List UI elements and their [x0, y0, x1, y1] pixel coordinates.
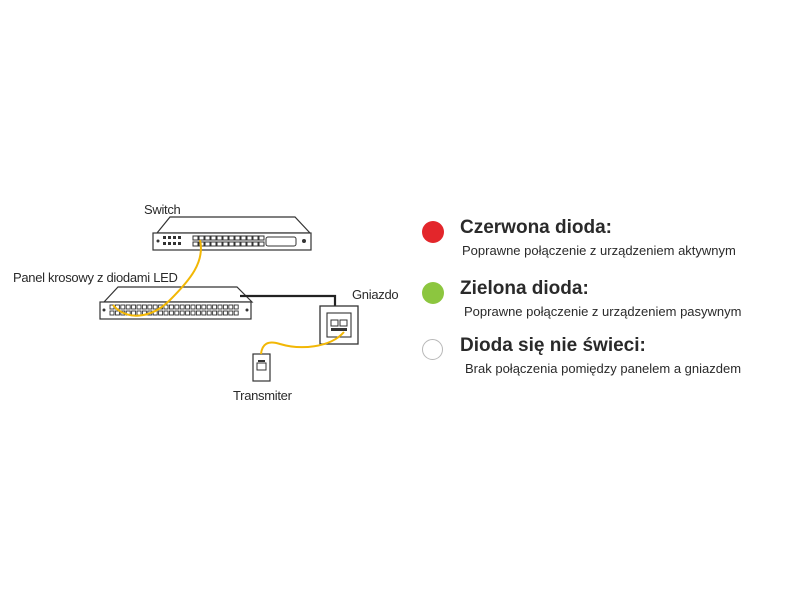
legend-title: Zielona dioda:	[460, 278, 589, 299]
patch-panel-label: Panel krosowy z diodami LED	[13, 270, 178, 285]
red-led-icon	[422, 221, 444, 243]
switch-panel-patch-cord	[112, 239, 202, 317]
switch-device	[152, 216, 312, 251]
wall-socket	[319, 305, 359, 345]
legend-title: Dioda się nie świeci:	[460, 335, 646, 356]
legend-description: Poprawne połączenie z urządzeniem aktywn…	[462, 243, 736, 258]
legend-description: Poprawne połączenie z urządzeniem pasywn…	[464, 304, 742, 319]
legend-description: Brak połączenia pomiędzy panelem a gniaz…	[465, 361, 742, 376]
legend-title: Czerwona dioda:	[460, 217, 613, 238]
socket-label: Gniazdo	[352, 287, 399, 302]
transmitter-label: Transmiter	[233, 388, 292, 403]
patch-panel	[99, 286, 254, 320]
socket-transmitter-cable	[260, 331, 345, 355]
transmitter-device	[252, 353, 271, 382]
unlit-led-icon	[422, 339, 443, 360]
green-led-icon	[422, 282, 444, 304]
switch-label: Switch	[144, 202, 181, 217]
panel-socket-cable	[240, 294, 337, 306]
